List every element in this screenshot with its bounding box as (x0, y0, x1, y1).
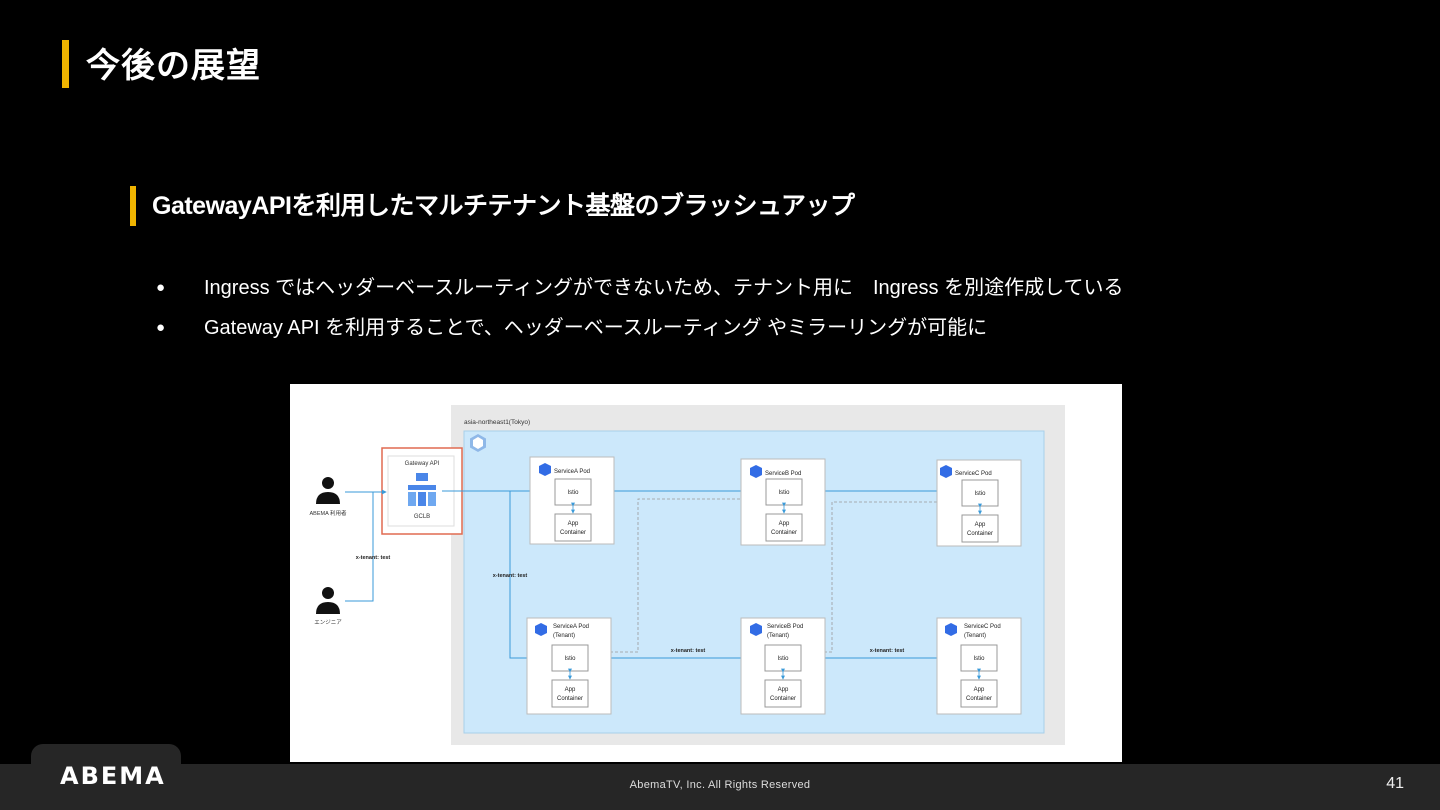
pod-service-c-tenant: ServiceC Pod (Tenant) Istio App Containe… (936, 617, 1022, 715)
footer-bar (0, 764, 1440, 810)
pod-service-a-tenant: ServiceA Pod (Tenant) Istio App Containe… (526, 617, 612, 715)
pod-name: ServiceC Pod (955, 471, 992, 477)
istio-label: Istio (974, 491, 986, 497)
copyright-text: AbemaTV, Inc. All Rights Reserved (629, 779, 811, 791)
slide-title: 今後の展望 (86, 47, 261, 85)
app-container-box (551, 679, 589, 708)
pod-name: ServiceB Pod (765, 471, 801, 477)
architecture-diagram: asia-northeast1(Tokyo) ABEMA 利用者 エンジニア G… (290, 384, 1122, 762)
app-label: App (975, 522, 986, 528)
app-container-box (960, 679, 998, 708)
page-number: 41 (1386, 775, 1404, 792)
pod-name: ServiceC Pod (964, 624, 1001, 630)
abema-logo: ABEMA (60, 762, 166, 790)
app-container-box (961, 514, 999, 543)
istio-box (551, 644, 589, 672)
istio-label: Istio (973, 656, 985, 662)
app-label: App (974, 687, 985, 693)
app-container-box (765, 513, 803, 542)
region-icon (470, 434, 486, 452)
pod-service-b-tenant: ServiceB Pod (Tenant) Istio App Containe… (740, 617, 826, 715)
bullet-text: Gateway API を利用することで、ヘッダーベースルーティング やミラーリ… (204, 317, 988, 339)
pod-name: (Tenant) (964, 633, 986, 639)
kubernetes-icon (539, 463, 551, 476)
pod-service-a: ServiceA Pod Istio App Container (529, 456, 615, 545)
bullet-text: Ingress ではヘッダーベースルーティングができないため、テナント用に In… (204, 277, 1124, 299)
fallback-b-to-c-dashed-line (804, 500, 955, 653)
pod-name: (Tenant) (767, 633, 789, 639)
header-label: x-tenant: test (493, 573, 528, 579)
app-label: App (779, 521, 790, 527)
subtitle-accent-bar (130, 186, 136, 226)
user-label-engineer: エンジニア (314, 619, 342, 626)
app-label: Container (966, 696, 992, 702)
kubernetes-icon (750, 465, 762, 478)
pod-name: (Tenant) (553, 633, 575, 639)
logo-tab (31, 744, 181, 810)
bullet-list: ● Ingress ではヘッダーベースルーティングができないため、テナント用に … (156, 268, 1124, 348)
app-label: App (778, 687, 789, 693)
app-label: App (565, 687, 576, 693)
istio-box (765, 478, 803, 506)
engineer-icon (316, 587, 340, 614)
app-container-box (764, 679, 802, 708)
bullet-marker: ● (156, 279, 166, 296)
kubernetes-icon (940, 465, 952, 478)
kubernetes-icon (535, 623, 547, 636)
region-label: asia-northeast1(Tokyo) (464, 419, 530, 426)
bullet-item: ● Gateway API を利用することで、ヘッダーベースルーティング やミラ… (156, 308, 1124, 348)
app-container-box (554, 513, 592, 542)
app-label: Container (771, 530, 797, 536)
app-label: App (568, 521, 579, 527)
pod-name: ServiceA Pod (554, 469, 590, 475)
fallback-a-to-b-dashed-line (590, 497, 759, 653)
load-balancer-icon (408, 473, 436, 506)
bullet-marker: ● (156, 319, 166, 336)
gateway-sublabel: GCLB (414, 514, 430, 520)
title-accent-bar (62, 40, 69, 88)
istio-label: Istio (567, 490, 579, 496)
user-label-abema: ABEMA 利用者 (310, 509, 347, 517)
kubernetes-icon (945, 623, 957, 636)
kubernetes-icon (750, 623, 762, 636)
pod-name: ServiceA Pod (553, 624, 589, 630)
app-label: Container (560, 530, 586, 536)
engineer-to-gateway-line (345, 492, 374, 602)
istio-label: Istio (777, 656, 789, 662)
bullet-item: ● Ingress ではヘッダーベースルーティングができないため、テナント用に … (156, 268, 1124, 308)
istio-label: Istio (564, 656, 576, 662)
header-label: x-tenant: test (870, 648, 905, 654)
header-label: x-tenant: test (356, 555, 391, 561)
gateway-label: Gateway API (405, 461, 440, 467)
header-label: x-tenant: test (671, 648, 706, 654)
app-label: Container (557, 696, 583, 702)
app-label: Container (770, 696, 796, 702)
istio-label: Istio (778, 490, 790, 496)
app-label: Container (967, 531, 993, 537)
pod-service-b: ServiceB Pod Istio App Container (740, 458, 826, 546)
pod-service-c: ServiceC Pod Istio App Container (936, 459, 1022, 547)
pod-name: ServiceB Pod (767, 624, 803, 630)
istio-box (961, 479, 999, 507)
slide-subtitle: GatewayAPIを利用したマルチテナント基盤のブラッシュアップ (152, 192, 855, 220)
user-icon (316, 477, 340, 504)
